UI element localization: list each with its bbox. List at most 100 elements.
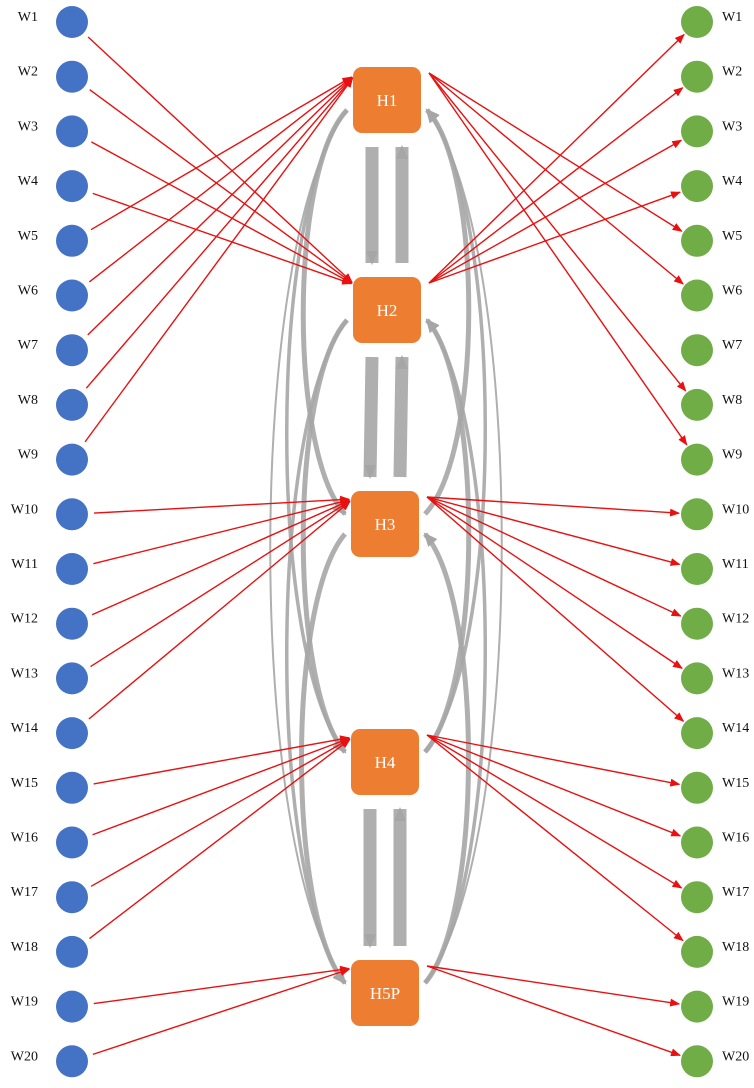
- source-label-s1: W1: [18, 10, 38, 25]
- source-label-s8: W8: [18, 393, 38, 408]
- source-label-s6: W6: [18, 284, 38, 299]
- target-label-t19: W19: [722, 995, 749, 1010]
- target-label-t2: W2: [722, 65, 742, 80]
- source-label-s16: W16: [11, 831, 38, 846]
- target-label-t16: W16: [722, 831, 749, 846]
- edge-s10-to-H3: [93, 495, 351, 514]
- target-label-t12: W12: [722, 612, 749, 627]
- source-node-s16: [56, 826, 88, 859]
- source-label-s10: W10: [11, 502, 38, 517]
- edge-H3-to-t10: [426, 496, 681, 517]
- edge-s7-to-H1: [87, 77, 353, 336]
- hub-flow-H5P-H3: [423, 532, 471, 985]
- edge-s1-to-H2: [87, 36, 353, 283]
- target-node-t1: [681, 6, 713, 38]
- source-node-s1: [56, 6, 88, 38]
- target-label-t7: W7: [722, 338, 742, 353]
- edge-s15-to-H4: [93, 735, 351, 785]
- source-label-s15: W15: [11, 776, 38, 791]
- hub-flow-H3-H1: [423, 108, 472, 516]
- edge-H3-to-t14: [426, 496, 685, 722]
- source-label-s2: W2: [18, 65, 38, 80]
- target-label-t17: W17: [722, 885, 749, 900]
- hub-label-H1: H1: [377, 91, 398, 110]
- target-label-t9: W9: [722, 448, 742, 463]
- hub-flow-H1-H5P: [269, 109, 348, 985]
- edge-H3-to-t11: [426, 496, 681, 566]
- edge-H2-to-t1: [428, 33, 685, 284]
- target-node-t6: [681, 279, 713, 312]
- edge-s16-to-H4: [92, 737, 351, 836]
- node-layer: W1W2W3W4W5W6W7W8W9W10W11W12W13W14W15W16W…: [11, 6, 749, 1078]
- target-label-t13: W13: [722, 666, 749, 681]
- source-node-s3: [56, 115, 88, 148]
- source-label-s9: W9: [18, 448, 38, 463]
- hub-flow-H5P-H2: [423, 318, 487, 985]
- target-node-t3: [681, 115, 713, 148]
- hub-flow-H4-H1: [423, 108, 487, 754]
- hub-flow-H2-H5P: [285, 318, 349, 985]
- edge-s8-to-H1: [85, 77, 354, 389]
- source-node-s19: [56, 990, 88, 1023]
- target-node-t12: [681, 607, 713, 640]
- edge-s6-to-H1: [88, 76, 353, 283]
- edge-s3-to-H2: [91, 141, 353, 284]
- target-label-t5: W5: [722, 229, 742, 244]
- source-node-s4: [56, 170, 88, 203]
- hub-flow-H3-H5P: [299, 532, 347, 985]
- target-node-t14: [681, 717, 713, 750]
- target-node-t9: [681, 443, 713, 476]
- hub-node-H5P: [351, 960, 419, 1026]
- target-node-t18: [681, 935, 713, 968]
- target-label-t1: W1: [722, 10, 742, 25]
- target-label-t8: W8: [722, 393, 742, 408]
- hub-label-H5P: H5P: [370, 984, 400, 1003]
- edge-s5-to-H1: [90, 76, 353, 231]
- edge-H2-to-t4: [428, 191, 682, 284]
- edge-H3-to-t12: [426, 496, 682, 617]
- source-node-s15: [56, 771, 88, 804]
- hub-flow-H4-H2: [423, 318, 472, 754]
- edge-H1-to-t5: [428, 72, 683, 232]
- target-label-t4: W4: [722, 174, 742, 189]
- edge-s14-to-H3: [88, 500, 351, 720]
- edge-H4-to-t15: [426, 734, 681, 787]
- hub-flow-H2-H3: [363, 356, 379, 479]
- target-node-t2: [681, 60, 713, 93]
- edge-s13-to-H3: [90, 500, 351, 668]
- source-label-s17: W17: [11, 885, 38, 900]
- source-node-s12: [56, 607, 88, 640]
- source-node-s8: [56, 388, 88, 421]
- target-node-t7: [681, 334, 713, 367]
- target-node-t11: [681, 553, 713, 585]
- edge-s2-to-H2: [89, 89, 353, 284]
- source-node-s20: [56, 1045, 88, 1078]
- target-label-t6: W6: [722, 284, 742, 299]
- edge-H5P-to-t20: [426, 965, 681, 1057]
- edge-s19-to-H5P: [93, 965, 351, 1005]
- source-node-s10: [56, 498, 88, 531]
- source-label-s7: W7: [18, 338, 38, 353]
- edge-s20-to-H5P: [92, 968, 351, 1056]
- source-label-s5: W5: [18, 229, 38, 244]
- target-node-t8: [681, 388, 713, 421]
- hub-node-H1: [353, 67, 421, 133]
- source-label-s18: W18: [11, 940, 38, 955]
- edge-s12-to-H3: [91, 499, 351, 616]
- source-node-s6: [56, 279, 88, 312]
- hub-node-H2: [353, 277, 421, 343]
- source-node-s5: [56, 224, 88, 257]
- source-label-s3: W3: [18, 119, 38, 134]
- target-node-t17: [681, 881, 713, 914]
- source-node-s13: [56, 662, 88, 695]
- target-node-t19: [681, 990, 713, 1023]
- hub-label-H2: H2: [377, 301, 398, 320]
- target-node-t5: [681, 224, 713, 257]
- edge-s9-to-H1: [84, 77, 354, 443]
- target-label-t14: W14: [722, 721, 749, 736]
- target-label-t10: W10: [722, 502, 749, 517]
- source-node-s14: [56, 717, 88, 750]
- edge-s11-to-H3: [93, 498, 351, 565]
- source-label-s13: W13: [11, 666, 38, 681]
